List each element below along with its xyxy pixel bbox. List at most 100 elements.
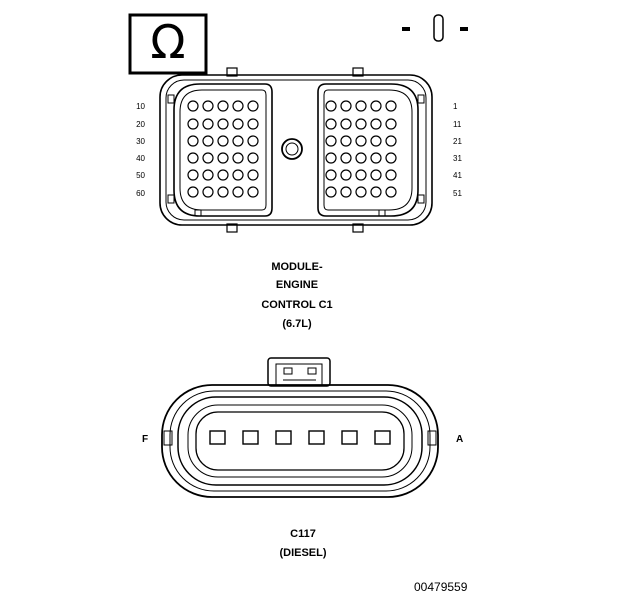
c1-left-pin — [202, 135, 214, 147]
c1-left-pin — [232, 118, 244, 130]
c1-right-pin — [385, 118, 397, 130]
c1-right-pin — [355, 169, 367, 181]
c117-latch — [267, 357, 331, 387]
c1-left-pin — [247, 118, 259, 130]
c1-left-pin — [247, 100, 259, 112]
c1-title: MODULE- ENGINE CONTROL C1 (6.7L) — [261, 261, 332, 330]
c117-pin — [308, 430, 325, 445]
c1-left-pin — [232, 186, 244, 198]
c1-left-pin — [202, 100, 214, 112]
c1-left-pin — [232, 169, 244, 181]
c1-title-line-3: CONTROL C1 — [261, 299, 332, 311]
c1-right-pin — [325, 135, 337, 147]
c1-right-pin — [325, 152, 337, 164]
c1-right-pin — [340, 186, 352, 198]
c1-left-pin — [202, 186, 214, 198]
c1-title-line-4: (6.7L) — [282, 318, 312, 330]
c1-left-pin — [247, 152, 259, 164]
c1-right-pin — [325, 169, 337, 181]
c1-right-pin — [370, 100, 382, 112]
c117-right-pin-label: A — [456, 434, 463, 445]
c1-connector — [159, 67, 433, 233]
c1-left-pin — [247, 169, 259, 181]
c1-right-pin — [370, 118, 382, 130]
c1-right-pin — [370, 186, 382, 198]
c1-left-pin — [187, 152, 199, 164]
c117-title: C117 (DIESEL) — [279, 528, 326, 559]
c1-left-pin — [217, 118, 229, 130]
c1-left-pin — [202, 118, 214, 130]
c1-right-pin — [325, 118, 337, 130]
c117-left-pin-label: F — [142, 434, 148, 445]
c1-right-pin — [325, 186, 337, 198]
c1-left-pin — [217, 135, 229, 147]
c1-right-pin — [340, 100, 352, 112]
c1-right-pin — [385, 186, 397, 198]
c1-right-row-label: 31 — [453, 154, 462, 163]
c117-connector — [161, 357, 439, 498]
c1-left-pin — [187, 100, 199, 112]
c1-right-pin — [385, 152, 397, 164]
c1-left-row-label: 40 — [136, 154, 145, 163]
c1-right-pin — [340, 118, 352, 130]
c1-right-pin — [385, 169, 397, 181]
c1-title-line-2: ENGINE — [276, 279, 318, 291]
c1-title-line-1: MODULE- — [271, 261, 323, 273]
c1-right-row-label: 51 — [453, 189, 462, 198]
c1-left-pin — [247, 135, 259, 147]
c1-right-row-label: 21 — [453, 137, 462, 146]
c1-left-pin — [187, 169, 199, 181]
omega-glyph: Ω — [150, 15, 185, 69]
c1-right-pin — [340, 135, 352, 147]
c1-left-pin — [187, 118, 199, 130]
c1-right-row-label: 11 — [453, 120, 462, 129]
c1-left-pin — [217, 186, 229, 198]
c1-right-row-label: 41 — [453, 171, 462, 180]
c117-title-line-1: C117 — [290, 528, 316, 540]
c1-left-pin — [187, 135, 199, 147]
c1-left-pin — [217, 169, 229, 181]
c117-pin — [242, 430, 259, 445]
c1-right-pin — [355, 118, 367, 130]
c1-left-row-label: 30 — [136, 137, 145, 146]
c1-left-pin — [217, 152, 229, 164]
c1-right-pin — [370, 135, 382, 147]
c117-title-line-2: (DIESEL) — [279, 547, 326, 559]
c1-right-pin — [370, 152, 382, 164]
c117-pin — [275, 430, 292, 445]
c1-right-pin — [355, 100, 367, 112]
c1-right-pin — [355, 186, 367, 198]
c1-left-row-label: 10 — [136, 102, 145, 111]
figure-number: 00479559 — [414, 580, 468, 594]
c1-left-row-label: 50 — [136, 171, 145, 180]
c1-right-pin — [355, 152, 367, 164]
c117-pin — [209, 430, 226, 445]
c1-right-pin — [385, 135, 397, 147]
c1-right-pin — [340, 169, 352, 181]
c1-left-pin — [232, 100, 244, 112]
c1-left-pin — [232, 152, 244, 164]
omega-icon: Ω — [128, 13, 208, 75]
c1-left-pin — [202, 169, 214, 181]
c1-left-pin — [202, 152, 214, 164]
c1-right-cavity — [317, 83, 419, 217]
c1-right-pin — [340, 152, 352, 164]
c1-left-pin — [247, 186, 259, 198]
c1-right-pin — [325, 100, 337, 112]
c1-right-pin — [370, 169, 382, 181]
c1-left-cavity — [173, 83, 273, 217]
c1-center-hole — [281, 138, 303, 160]
c117-pin — [374, 430, 391, 445]
c1-left-pin-grid — [187, 100, 259, 198]
c117-pin-row — [209, 430, 391, 445]
c1-right-row-label: 1 — [453, 102, 458, 111]
c1-left-pin — [187, 186, 199, 198]
c1-left-pin — [232, 135, 244, 147]
c1-right-pin — [385, 100, 397, 112]
c1-left-pin — [217, 100, 229, 112]
c1-right-pin-grid — [325, 100, 397, 198]
view-indicator-icon — [402, 14, 468, 42]
